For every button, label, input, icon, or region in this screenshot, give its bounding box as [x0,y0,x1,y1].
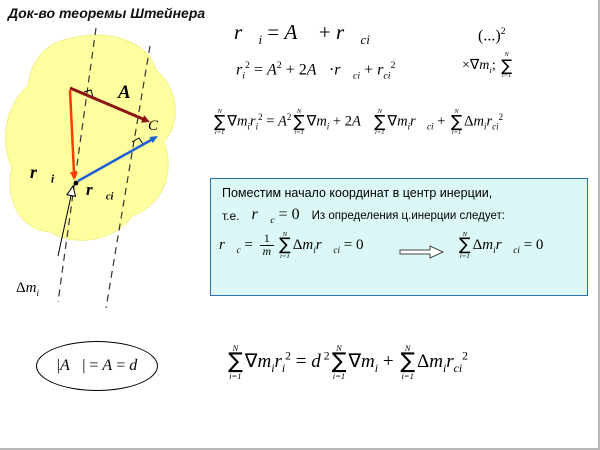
formula-vector-sum: r⃗i = A⃗ + r⃗ci [234,20,370,48]
label-vector-ri: r⃗i [30,162,55,186]
formula-square-note: (...)2 [478,26,506,45]
sum-symbol: N∑i=1 [400,343,416,381]
formula-multiply-note: ×∇mi; N∑i=1 [462,51,513,79]
steiner-figure: A⃗ C r⃗i r⃗ci Δmi [0,26,212,336]
mass-point [73,180,79,186]
mass-pointer-line [57,195,72,257]
vector-rci-arrow [77,138,153,183]
vector-rci-arrowhead [149,136,158,143]
box-note: Из определения ц.инерции следует: [311,210,505,223]
sum-symbol: N∑i=1 [501,51,513,79]
vector-ri-arrow [68,89,76,174]
axis-dashed-line-1 [57,27,97,303]
right-angle-mark-2 [131,137,144,145]
implies-arrow-icon [399,245,445,264]
sum-symbol: N∑i=1 [331,343,347,381]
page-title: Док-во теоремы Штейнера [8,5,206,21]
formula-rc-zero: r⃗c = 0 [251,206,300,227]
label-vector-rci: r⃗ci [86,180,114,203]
center-of-inertia-box: Поместим начало координат в центр инерци… [210,178,588,296]
sum-symbol: N∑i=1 [459,231,471,261]
sum-symbol: N∑i=1 [450,108,463,137]
sum-symbol: N∑i=1 [279,231,291,261]
right-angle-mark-1 [83,89,94,98]
sum-symbol: N∑i=1 [293,108,305,137]
figure-canvas [5,27,176,309]
formula-squared: ri2 = A2 + 2A⃗·r⃗ci + rci2 [236,60,396,82]
box-ie-label: т.е. [222,209,240,224]
box-statement: Поместим начало координат в центр инерци… [222,186,493,200]
sum-symbol: N∑i=1 [214,108,226,137]
mass-pointer-arrowhead [66,184,77,198]
vector-A-arrow [69,86,144,121]
axis-dashed-line-2 [105,45,151,309]
sum-symbol: N∑i=1 [374,108,386,137]
label-mass-element: Δmi [16,280,40,299]
label-point-C: C [148,118,159,134]
vector-ri-arrowhead [70,172,78,180]
sum-symbol: N∑i=1 [228,343,243,381]
vector-A-arrowhead [141,115,150,123]
box-row-2: т.е. r⃗c = 0 Из определения ц.инерции сл… [222,206,505,226]
formula-A-equals-d: |A⃗| = A = d [56,357,138,374]
conclusion-ellipse: |A⃗| = A = d [36,341,158,391]
body-blob-shape [5,34,176,241]
label-vector-A: A⃗ [118,82,146,103]
